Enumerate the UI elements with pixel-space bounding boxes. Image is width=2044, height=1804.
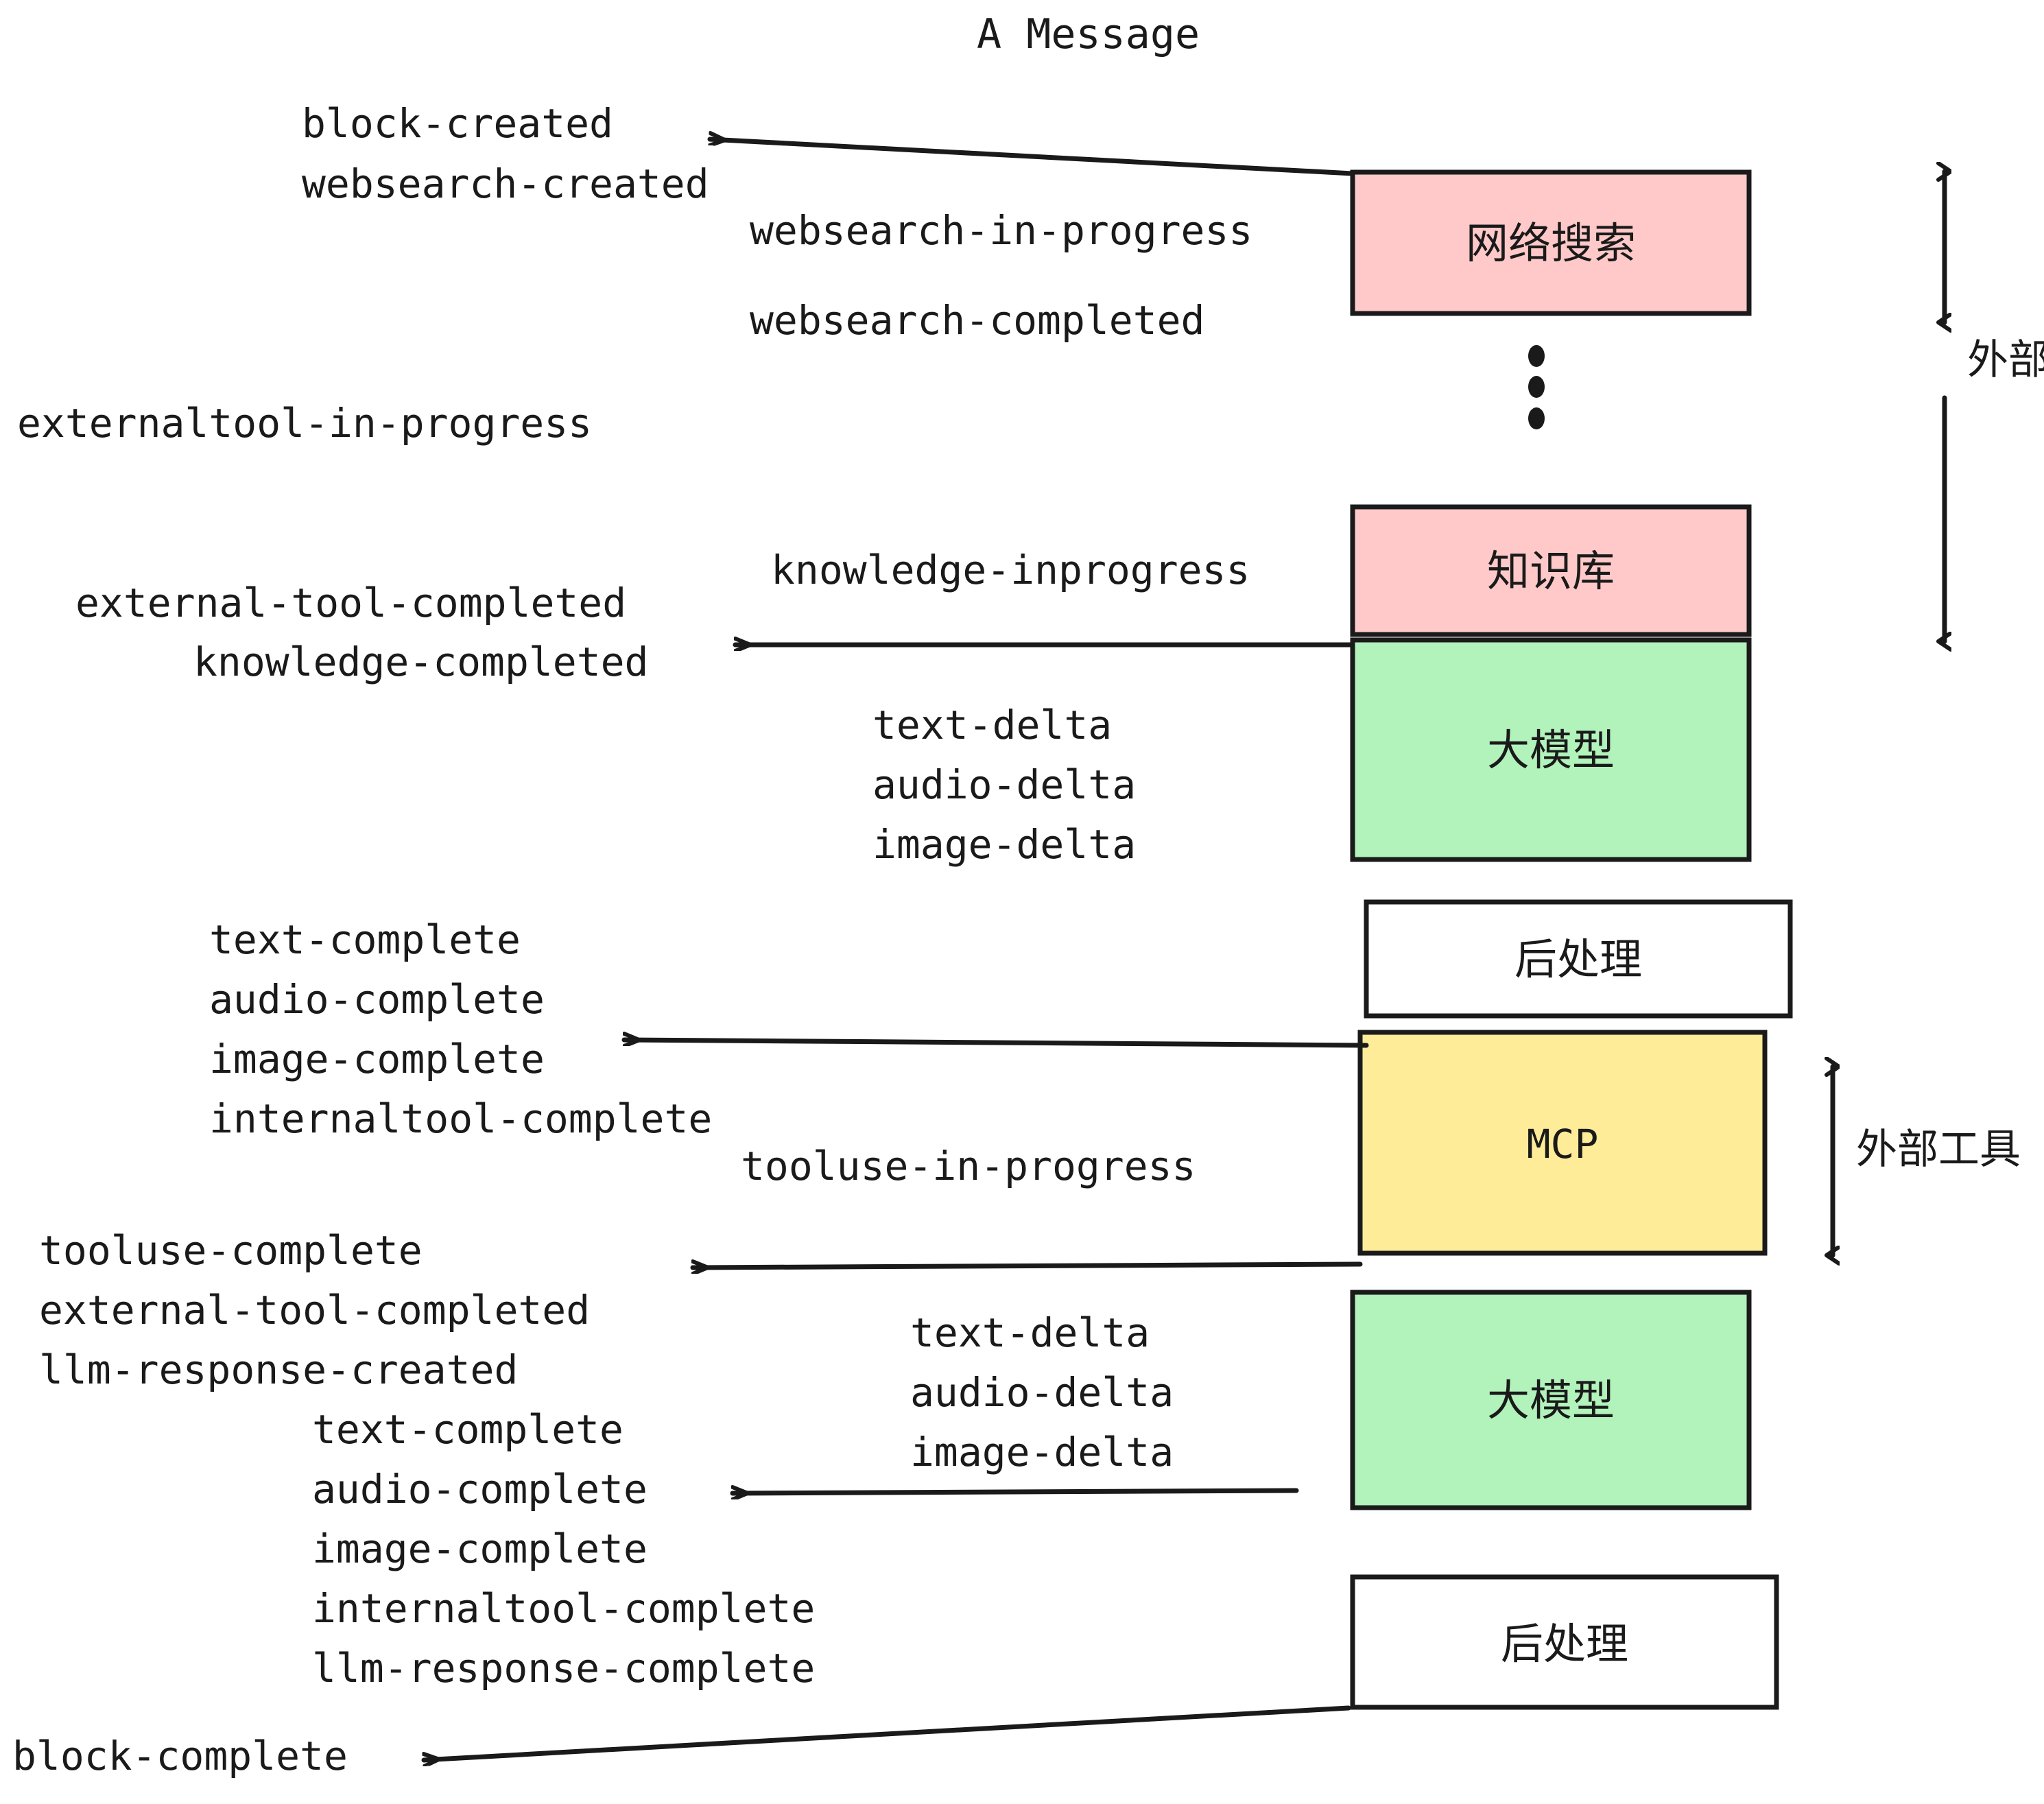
node-llm-1-rect (1350, 637, 1752, 862)
node-postprocess-2-label: 后处理 (1501, 1619, 1628, 1669)
event-label-text-delta-1: text-delta (872, 702, 1112, 748)
event-label-websearch-completed: websearch-completed (750, 297, 1204, 344)
event-label-text-complete-2: text-complete (312, 1406, 623, 1453)
event-label-llm-response-complete: llm-response-complete (312, 1645, 815, 1692)
node-llm-1[interactable]: 大模型 (1350, 637, 1752, 862)
event-label-block-created: block-created (302, 100, 613, 147)
arrow-websearch-to-block-created (707, 139, 1355, 176)
event-label-knowledge-inprogress: knowledge-inprogress (771, 547, 1250, 593)
external-tools-bottom-label: 外部工具 (1856, 1126, 2021, 1174)
node-postprocess-1-rect (1364, 899, 1793, 1019)
node-postprocess-2-rect (1350, 1574, 1779, 1710)
event-label-image-complete-1: image-complete (209, 1036, 545, 1082)
node-knowledge-rect (1350, 504, 1752, 637)
node-llm-2-rect (1350, 1290, 1752, 1510)
arrow-postprocess1-to-image-complete (621, 1040, 1369, 1048)
node-knowledge[interactable]: 知识库 (1350, 504, 1752, 637)
event-label-audio-complete-1: audio-complete (209, 976, 545, 1023)
event-label-tooluse-in-progress: tooluse-in-progress (741, 1143, 1196, 1189)
node-websearch-label: 网络搜索 (1466, 218, 1636, 268)
page-title: A Message (977, 10, 1200, 58)
event-label-block-complete: block-complete (12, 1733, 348, 1779)
event-label-websearch-in-progress: websearch-in-progress (750, 207, 1252, 254)
arrow-postprocess2-to-block-complete (421, 1705, 1351, 1760)
node-mcp-rect (1357, 1030, 1768, 1256)
ellipsis-dots (1528, 345, 1545, 429)
node-mcp[interactable]: MCP (1357, 1030, 1768, 1256)
event-label-externaltool-in-progress: externaltool-in-progress (17, 400, 592, 447)
event-label-image-delta-2: image-delta (910, 1429, 1174, 1475)
node-mcp-label: MCP (1527, 1121, 1599, 1167)
node-websearch[interactable]: 网络搜索 (1350, 169, 1752, 316)
node-llm-2-label: 大模型 (1487, 1375, 1615, 1425)
external-tools-bottom-bracket: 外部工具 (1833, 1067, 2021, 1255)
node-knowledge-label: 知识库 (1487, 546, 1615, 596)
node-postprocess-1[interactable]: 后处理 (1364, 899, 1793, 1019)
external-tools-top-bracket: 外部工具 (1945, 171, 2044, 641)
node-postprocess-2[interactable]: 后处理 (1350, 1574, 1779, 1710)
event-label-internaltool-complete-2: internaltool-complete (312, 1585, 815, 1632)
event-label-audio-delta-2: audio-delta (910, 1369, 1174, 1416)
event-label-audio-delta-1: audio-delta (872, 761, 1136, 808)
external-tools-top-label: 外部工具 (1967, 336, 2044, 384)
arrow-mcp-to-tooluse-complete (690, 1264, 1363, 1268)
event-label-internaltool-complete-1: internaltool-complete (209, 1095, 712, 1142)
node-llm-1-label: 大模型 (1487, 725, 1615, 775)
event-label-external-tool-completed-2: external-tool-completed (39, 1287, 590, 1333)
event-label-websearch-created: websearch-created (302, 161, 709, 207)
event-label-external-tool-completed-1: external-tool-completed (75, 580, 626, 626)
node-websearch-rect (1350, 169, 1752, 316)
event-label-image-delta-1: image-delta (872, 821, 1136, 868)
event-label-knowledge-completed: knowledge-completed (193, 639, 648, 685)
event-label-text-delta-2: text-delta (910, 1309, 1150, 1356)
node-llm-2[interactable]: 大模型 (1350, 1290, 1752, 1510)
event-label-audio-complete-2: audio-complete (312, 1466, 647, 1512)
event-label-text-complete-1: text-complete (209, 916, 521, 963)
node-postprocess-1-label: 后处理 (1514, 934, 1642, 984)
arrow-llm2-to-audio-complete (730, 1491, 1299, 1493)
event-label-tooluse-complete: tooluse-complete (39, 1227, 423, 1274)
event-label-llm-response-created: llm-response-created (39, 1346, 518, 1393)
event-label-image-complete-2: image-complete (312, 1526, 647, 1572)
